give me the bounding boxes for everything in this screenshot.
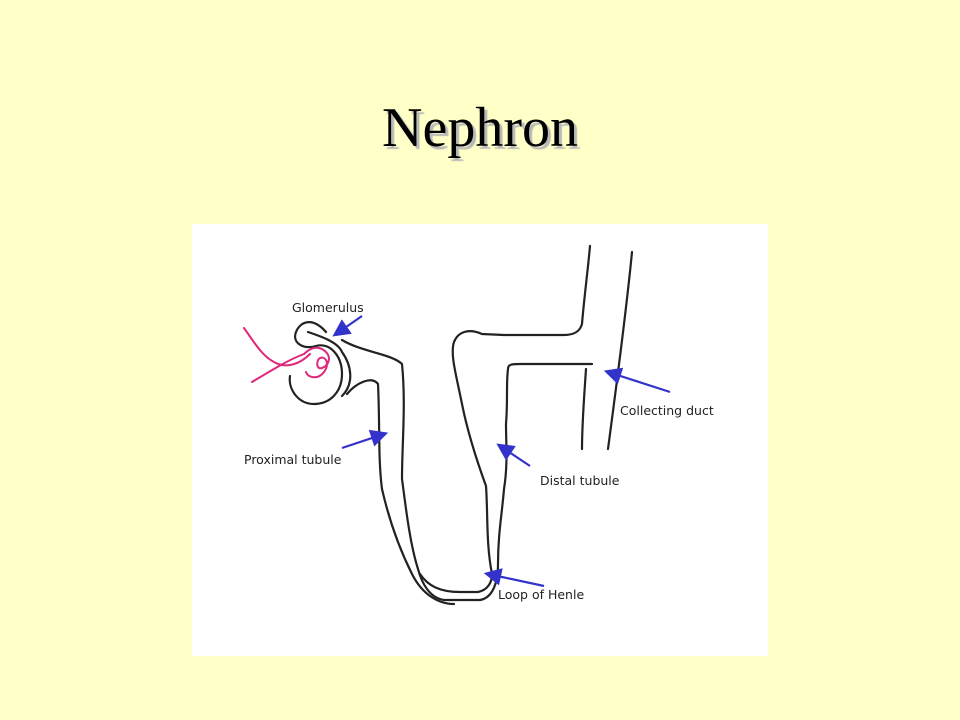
bowmans-capsule-outer (288, 321, 344, 406)
nephron-diagram: Glomerulus Proximal tubule Collecting du… (192, 224, 768, 656)
slide-title: Nephron (382, 97, 578, 159)
glomerulus-capillary (243, 327, 330, 383)
distal-tubule-inner (451, 330, 506, 576)
efferent-arteriole (251, 353, 305, 383)
proximal-tubule-outer (340, 338, 482, 602)
collecting-duct-inner-wall (580, 367, 588, 451)
afferent-arteriole (243, 327, 311, 367)
collecting-duct-right-wall (606, 250, 634, 451)
collecting-duct-left-wall (502, 244, 592, 337)
arrow-proximal-tubule (341, 429, 389, 450)
arrow-distal-tubule (496, 443, 531, 467)
nephron-diagram-svg: Glomerulus Proximal tubule Collecting du… (243, 244, 714, 606)
arrow-collecting-duct (603, 367, 671, 394)
proximal-tubule-inner (345, 379, 456, 606)
arrow-glomerulus (332, 315, 363, 337)
capillary-tuft (303, 346, 330, 379)
label-distal-tubule: Distal tubule (540, 473, 620, 488)
bowmans-capsule-inner (306, 330, 352, 398)
label-collecting-duct: Collecting duct (620, 403, 714, 418)
collecting-duct (502, 244, 634, 451)
label-proximal-tubule: Proximal tubule (244, 452, 342, 467)
label-loop-of-henle: Loop of Henle (498, 587, 584, 602)
label-arrows (332, 315, 671, 588)
label-glomerulus: Glomerulus (292, 300, 364, 315)
arrow-loop-of-henle (483, 568, 545, 588)
loop-of-henle-curve (418, 572, 494, 594)
